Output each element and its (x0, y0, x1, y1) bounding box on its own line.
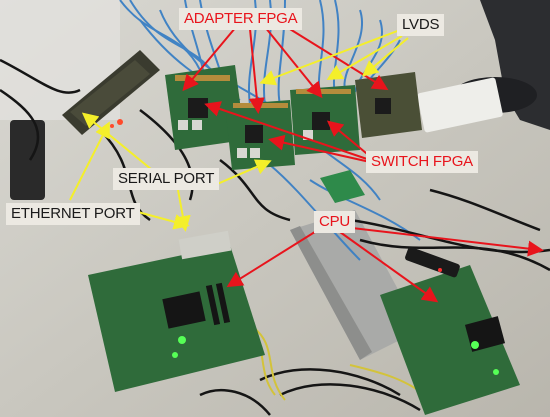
metal-chassis (290, 210, 420, 360)
label-cpu: CPU (314, 211, 356, 233)
power-strip (417, 77, 503, 133)
label-switch-fpga: SWITCH FPGA (366, 151, 478, 173)
cpu-board-right (380, 265, 520, 415)
black-cables (0, 58, 550, 416)
label-ethernet-port: ETHERNET PORT (6, 203, 140, 225)
label-lvds: LVDS (397, 14, 445, 36)
label-serial-port: SERIAL PORT (113, 168, 220, 190)
label-adapter-fpga: ADAPTER FPGA (179, 8, 303, 30)
power-adapter (10, 120, 45, 200)
cpu-heatsink-left (162, 291, 206, 329)
